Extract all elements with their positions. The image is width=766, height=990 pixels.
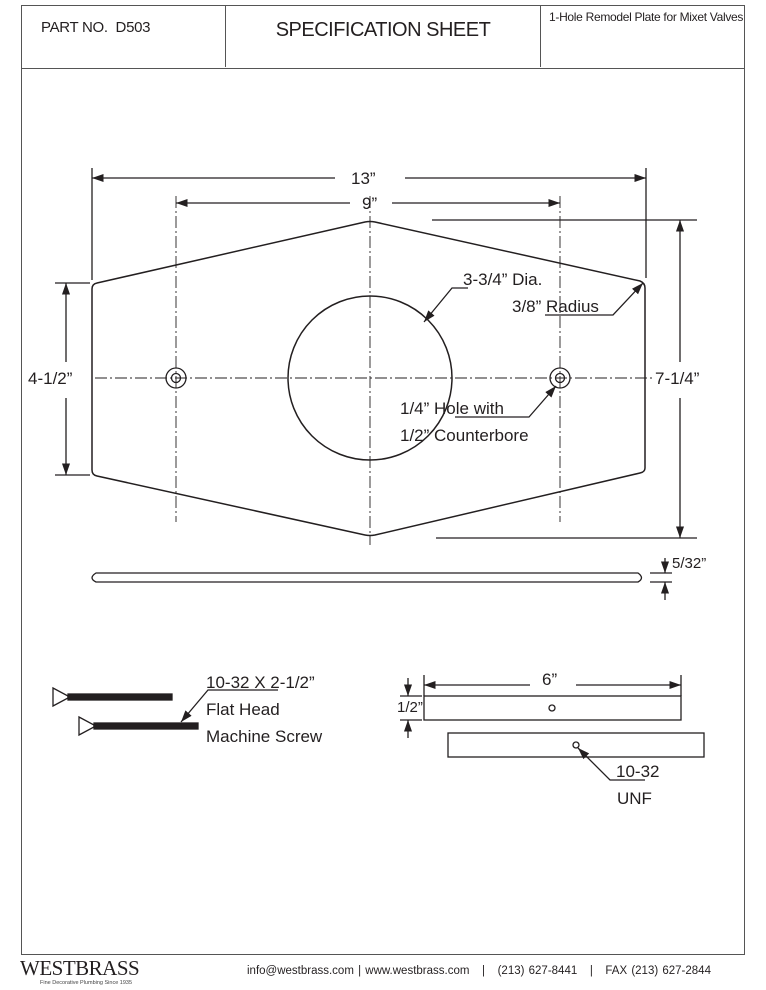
part-number-label: PART NO. — [41, 19, 108, 36]
note-screw-1: 10-32 X 2-1/2” — [206, 673, 315, 692]
note-mount-hole-1: 1/4” Hole with — [400, 399, 504, 418]
plate-profile — [91, 572, 643, 583]
part-number-value: D503 — [115, 19, 151, 36]
contact-info: info@westbrass.com | www.westbrass.com |… — [247, 965, 711, 977]
description-cell: 1-Hole Remodel Plate for Mixet Valves — [541, 5, 745, 67]
dim-thickness: 5/32” — [672, 555, 706, 572]
brand-logo: WESTBRASS — [20, 956, 140, 980]
note-thread-1: 10-32 — [616, 762, 659, 781]
dim-bar-length: 6” — [542, 670, 557, 689]
note-screw-2: Flat Head — [206, 700, 280, 719]
product-description: 1-Hole Remodel Plate for Mixet Valves — [549, 10, 744, 24]
note-center-hole: 3-3/4” Dia. — [463, 270, 542, 289]
title-block: PART NO. D503 SPECIFICATION SHEET 1-Hole… — [21, 5, 745, 69]
screw-2 — [78, 715, 199, 737]
dim-overall-width: 13” — [351, 169, 376, 188]
note-mount-hole-2: 1/2” Counterbore — [400, 426, 529, 445]
part-number: PART NO. D503 — [41, 19, 151, 37]
sheet-title: SPECIFICATION SHEET — [275, 19, 491, 41]
note-thread-2: UNF — [617, 789, 652, 808]
note-corner-radius: 3/8” Radius — [512, 297, 599, 316]
sheet-border — [21, 5, 745, 955]
title-cell: SPECIFICATION SHEET — [226, 5, 541, 67]
dim-side-height: 4-1/2” — [28, 369, 73, 388]
threaded-bar — [447, 732, 705, 758]
brand-tagline: Fine Decorative Plumbing Since 1935 — [40, 980, 133, 986]
mounting-bar — [423, 695, 682, 721]
dim-overall-height: 7-1/4” — [655, 369, 700, 388]
part-number-cell: PART NO. D503 — [21, 5, 226, 67]
plate-outline — [91, 220, 646, 537]
dim-bar-height: 1/2” — [397, 699, 423, 716]
note-screw-3: Machine Screw — [206, 727, 323, 746]
dim-hole-spacing: 9” — [362, 194, 377, 213]
footer: WESTBRASS Fine Decorative Plumbing Since… — [0, 958, 766, 990]
screw-1 — [52, 686, 173, 708]
centerlines — [95, 196, 655, 545]
